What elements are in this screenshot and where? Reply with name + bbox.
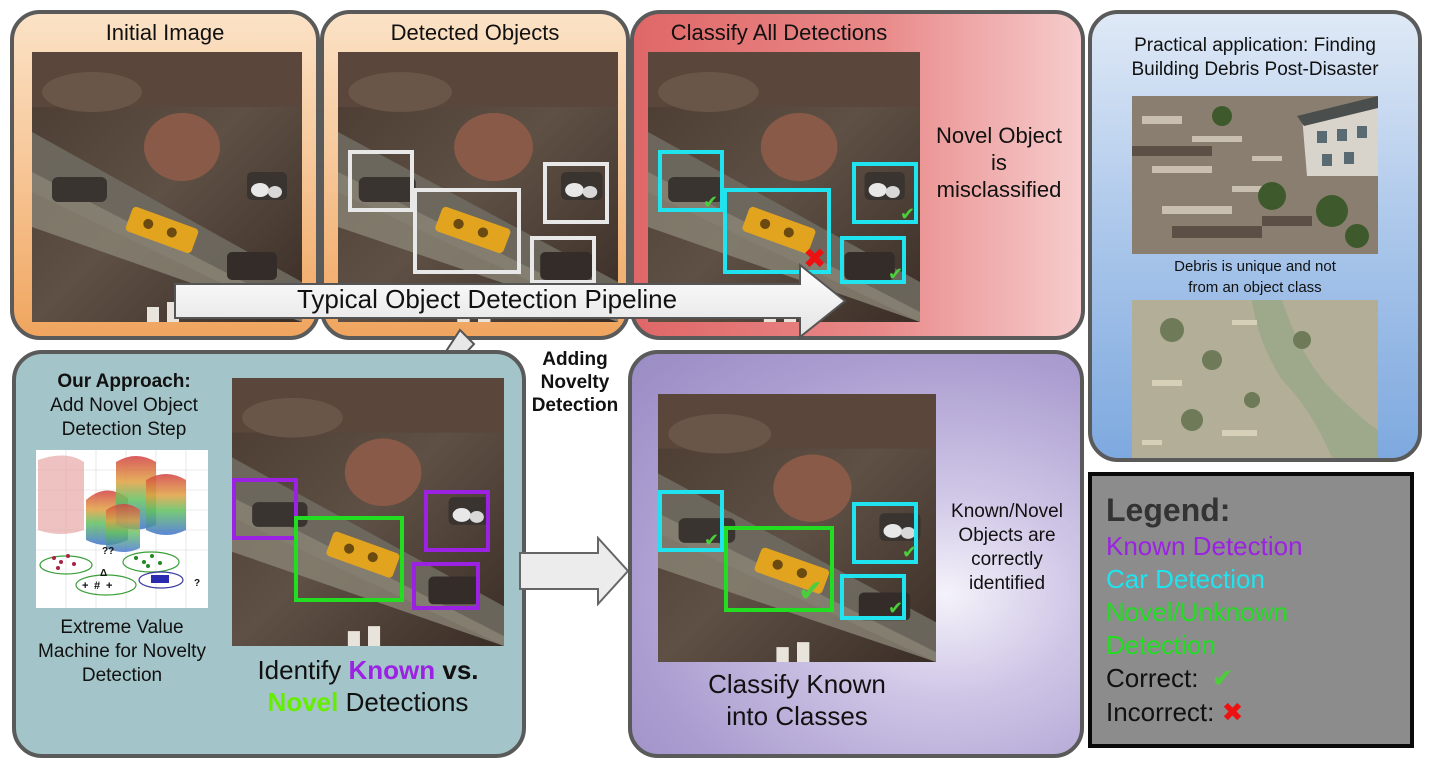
- legend-title: Legend:: [1106, 492, 1231, 528]
- detected-objects-title: Detected Objects: [390, 20, 560, 45]
- evm-caption-line: Detection: [81, 665, 163, 686]
- caption-word: Identify: [257, 655, 342, 685]
- detection-box: [348, 150, 414, 212]
- legend-correct: Correct: ✔: [1106, 662, 1410, 696]
- note-line: Novel Object: [936, 123, 1062, 148]
- debris-photo: [1132, 96, 1378, 254]
- check-icon: ✔: [888, 598, 904, 619]
- final-aerial-image: ✔ ✔ ✔ ✔: [658, 394, 936, 662]
- practical-application-panel: Practical application: Finding Building …: [1088, 10, 1422, 462]
- classify-known-caption: Classify Known into Classes: [658, 668, 936, 732]
- check-icon: ✔: [902, 542, 918, 563]
- identify-caption: Identify Known vs. Novel Detections: [216, 654, 520, 718]
- adding-novelty-label: Adding Novelty Detection: [520, 348, 630, 417]
- check-icon: ✔: [798, 574, 824, 609]
- our-approach-heading: Our Approach:: [57, 371, 191, 392]
- known-novel-correct-note: Known/Novel Objects are correctly identi…: [932, 500, 1080, 596]
- novel-detection-box: [724, 526, 834, 612]
- evm-symbol: #: [94, 580, 101, 592]
- car-detection-box: [658, 490, 724, 552]
- legend-novel-line2: Detection: [1106, 630, 1216, 660]
- evm-symbol: ??: [102, 546, 115, 557]
- caption-known-word: Known: [348, 655, 436, 685]
- car-detection-box: [840, 574, 906, 620]
- legend-known: Known Detection: [1106, 531, 1303, 561]
- legend-car: Car Detection: [1106, 564, 1265, 594]
- our-approach-text: Our Approach: Add Novel Object Detection…: [34, 370, 214, 442]
- evm-symbol: ?: [194, 578, 201, 589]
- novelty-aerial-image: [232, 378, 504, 646]
- legend-incorrect: Incorrect: ✖: [1106, 696, 1410, 730]
- novel-misclassified-note: Novel Object is misclassified: [924, 122, 1074, 203]
- known-detection-box: [424, 490, 490, 552]
- label-line: Adding: [542, 349, 608, 370]
- evm-caption-line: Machine for Novelty: [38, 641, 206, 662]
- classify-known-panel: ✔ ✔ ✔ ✔ Known/Novel Objects are correctl…: [628, 350, 1084, 758]
- check-icon: ✔: [1211, 664, 1234, 694]
- evm-caption: Extreme Value Machine for Novelty Detect…: [22, 616, 222, 688]
- pipeline-arrow-label: Typical Object Detection Pipeline: [296, 284, 678, 314]
- debris-note: Debris is unique and not from an object …: [1092, 256, 1418, 298]
- note-line: misclassified: [936, 177, 1062, 202]
- note-line: identified: [968, 573, 1046, 594]
- novel-detection-box: [294, 516, 404, 602]
- detection-box: [543, 162, 609, 224]
- label-line: Novelty: [540, 372, 610, 393]
- note-line: Debris is unique and not: [1174, 258, 1336, 275]
- note-line: is: [991, 150, 1007, 175]
- caption-line: Classify Known: [708, 669, 886, 699]
- evm-symbol: +: [106, 580, 113, 592]
- title-line: Practical application: Finding: [1134, 35, 1376, 56]
- misclassified-detection-box: [723, 188, 831, 274]
- our-approach-panel: Our Approach: Add Novel Object Detection…: [12, 350, 526, 758]
- detection-box: [413, 188, 521, 274]
- legend-correct-label: Correct:: [1106, 663, 1199, 693]
- label-line: Detection: [531, 395, 619, 416]
- note-line: Known/Novel: [951, 501, 1063, 522]
- check-icon: ✔: [704, 530, 720, 551]
- detected-aerial-image: [338, 52, 618, 322]
- known-detection-box: [232, 478, 298, 540]
- caption-word: Detections: [345, 687, 469, 717]
- debris-aerial-photo: [1132, 300, 1378, 458]
- check-icon: ✔: [703, 192, 719, 213]
- pipeline-arrow: [174, 262, 847, 340]
- note-line: correctly: [971, 549, 1043, 570]
- classify-all-title: Classify All Detections: [670, 20, 888, 45]
- detection-box: [530, 236, 596, 284]
- car-detection-box: [852, 502, 918, 564]
- cross-icon: ✖: [803, 242, 827, 275]
- caption-novel-word: Novel: [267, 687, 339, 717]
- to-classify-arrow: [519, 536, 630, 606]
- practical-title: Practical application: Finding Building …: [1092, 34, 1418, 82]
- car-detection-box: [658, 150, 724, 212]
- caption-line: into Classes: [726, 701, 868, 731]
- car-detection-box: [840, 236, 906, 284]
- cross-icon: ✖: [1221, 698, 1244, 728]
- approach-step-line: Detection Step: [61, 419, 187, 440]
- known-detection-box: [412, 562, 480, 610]
- caption-word: vs.: [442, 655, 479, 685]
- title-line: Building Debris Post-Disaster: [1131, 59, 1379, 80]
- evm-symbol: Δ: [100, 568, 108, 579]
- check-icon: ✔: [888, 264, 904, 285]
- legend-box: Legend: Known Detection Car Detection No…: [1088, 472, 1414, 748]
- initial-image-title: Initial Image: [105, 20, 225, 45]
- legend-novel-line1: Novel/Unknown: [1106, 597, 1289, 627]
- legend-incorrect-label: Incorrect:: [1106, 697, 1215, 727]
- note-line: Objects are: [958, 525, 1056, 546]
- check-icon: ✔: [900, 204, 916, 225]
- evm-caption-line: Extreme Value: [60, 617, 184, 638]
- evm-symbol: +: [82, 580, 89, 592]
- note-line: from an object class: [1188, 279, 1322, 296]
- evm-plot: ?? Δ + # + ?: [36, 450, 208, 608]
- initial-image-panel: Initial Image: [10, 10, 320, 340]
- approach-step-line: Add Novel Object: [50, 395, 198, 416]
- classified-aerial-image: ✔ ✖ ✔ ✔: [648, 52, 920, 322]
- car-detection-box: [852, 162, 918, 224]
